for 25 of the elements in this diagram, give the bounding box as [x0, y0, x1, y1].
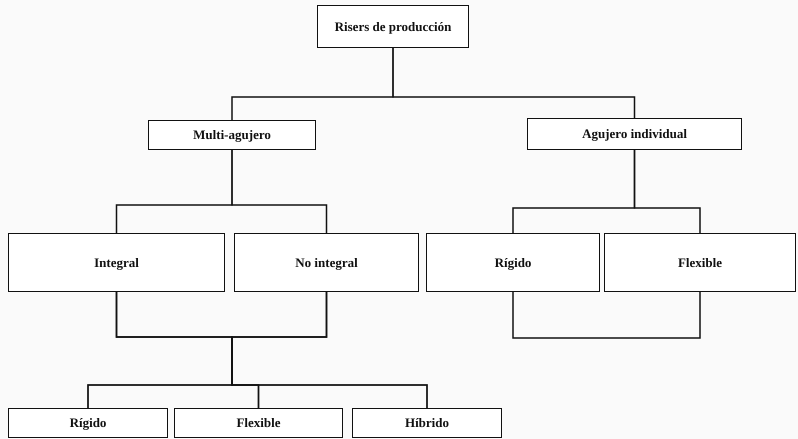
category-box — [352, 408, 502, 438]
category-box — [174, 408, 343, 438]
box-label: Risers de producción — [334, 18, 452, 34]
connector-line — [512, 292, 701, 339]
category-box — [317, 5, 469, 48]
connector-line — [231, 150, 328, 233]
box-label: No integral — [295, 254, 358, 270]
connector-line — [634, 150, 701, 233]
box-label: Agujero individual — [582, 126, 687, 142]
box-label: Híbrido — [404, 415, 450, 431]
box-label: Multi-agujero — [193, 127, 271, 143]
category-box — [148, 120, 316, 150]
category-box — [234, 233, 419, 292]
connector-line — [392, 48, 636, 118]
category-box — [604, 233, 796, 292]
category-box — [8, 408, 168, 438]
category-box — [8, 233, 225, 292]
category-box — [426, 233, 600, 292]
category-box — [527, 118, 742, 150]
box-label: Integral — [94, 254, 139, 270]
box-label: Rígido — [494, 254, 532, 270]
connector-line — [231, 292, 428, 408]
box-label: Flexible — [236, 415, 281, 431]
box-label: Flexible — [678, 254, 722, 270]
box-label: Rígido — [70, 415, 106, 431]
